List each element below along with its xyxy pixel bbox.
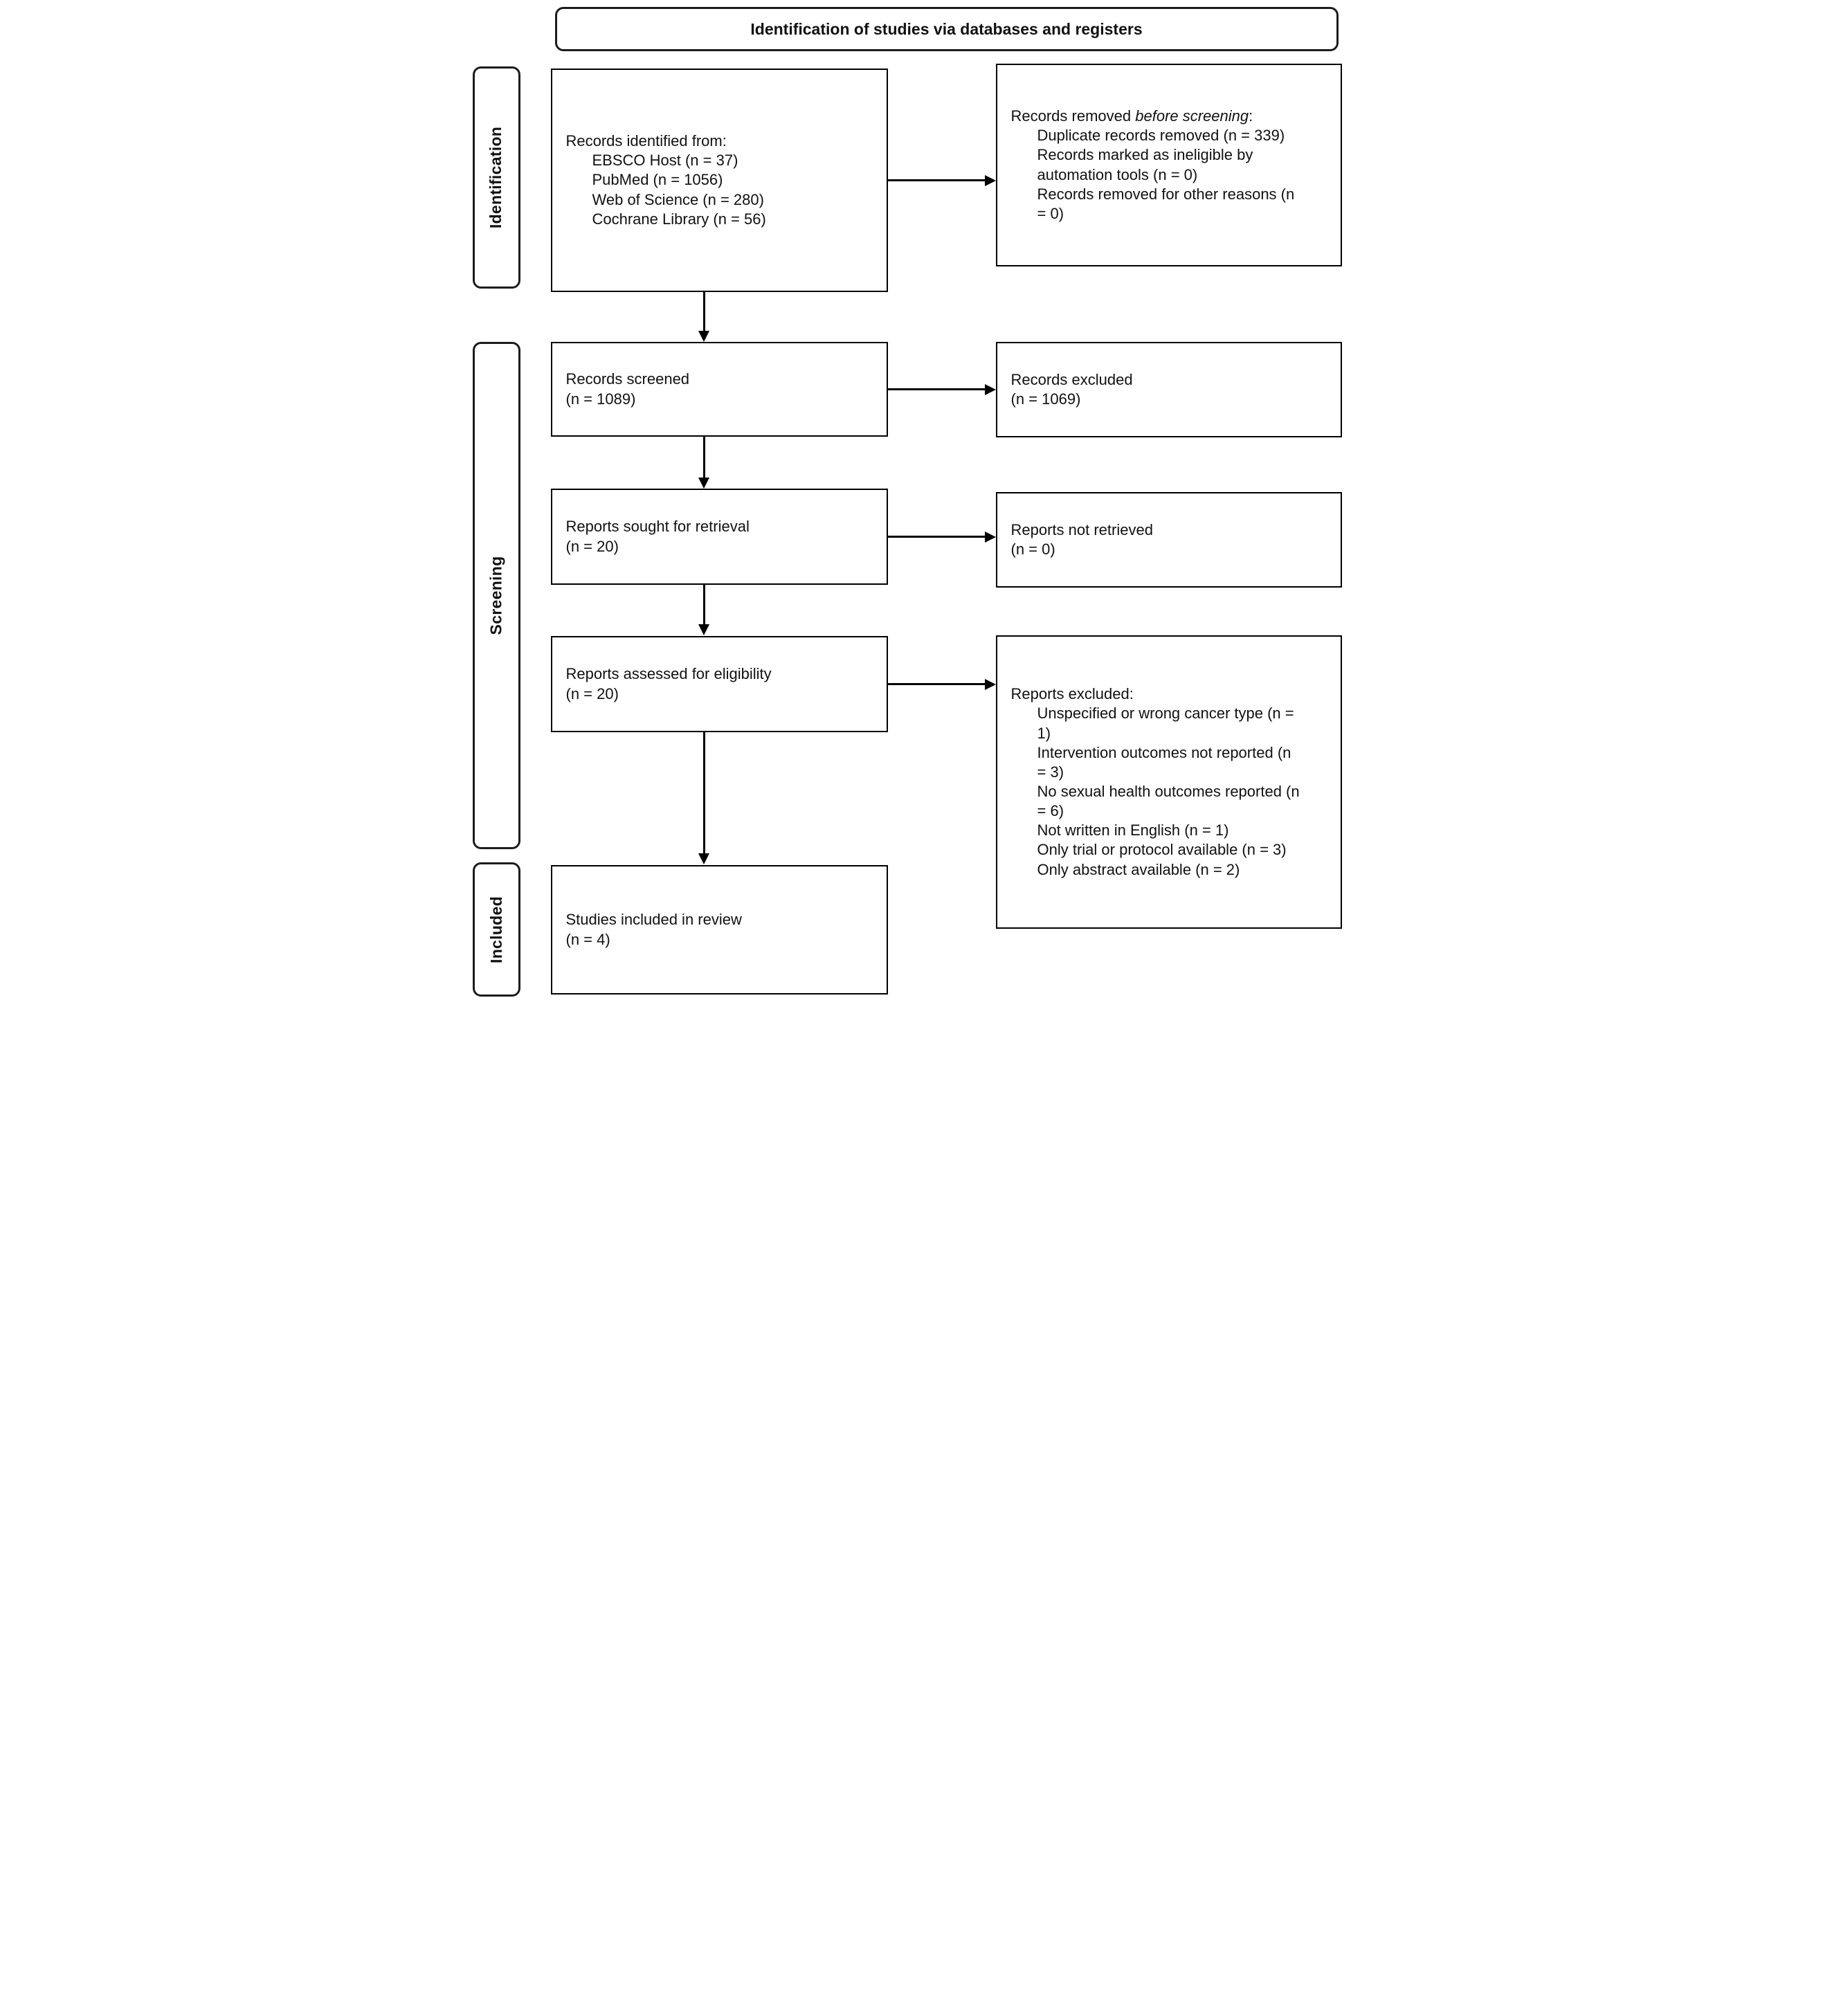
arrow-right-identified-to-removed [887, 174, 996, 186]
records-identified-source: PubMed (n = 1056) [592, 171, 723, 189]
arrow-down-sought-to-assessed [698, 585, 709, 635]
reports-sought-count: (n = 20) [565, 537, 619, 555]
reports-excluded-reason: Not written in English (n = 1) [1037, 821, 1229, 839]
arrow-down-assessed-to-included [698, 732, 709, 864]
reports-assessed-count: (n = 20) [565, 684, 619, 702]
diagram-title: Identification of studies via databases … [750, 19, 1143, 38]
reports-assessed-label: Reports assessed for eligibility [565, 665, 772, 683]
records-identified-source: Web of Science (n = 280) [592, 190, 764, 208]
arrow-right-screened-to-excluded [887, 383, 996, 395]
records-removed-reason: Records removed for other reasons (n = 0… [1037, 185, 1295, 222]
title-banner: Identification of studies via databases … [554, 7, 1339, 51]
records-excluded-label: Records excluded [1010, 370, 1133, 388]
box-reports-sought: Reports sought for retrieval (n = 20) [550, 489, 888, 585]
records-identified-source: Cochrane Library (n = 56) [592, 210, 766, 228]
records-removed-reason: Duplicate records removed (n = 339) [1037, 127, 1285, 145]
reports-not-retrieved-count: (n = 0) [1010, 541, 1055, 558]
records-removed-heading-italic: before screening [1135, 107, 1249, 125]
records-removed-reason: Records marked as ineligible by automati… [1037, 146, 1253, 183]
arrow-down-identified-to-screened [698, 292, 709, 342]
records-identified-source: EBSCO Host (n = 37) [592, 152, 738, 170]
reports-excluded-reason: Intervention outcomes not reported (n = … [1037, 743, 1291, 781]
box-records-excluded: Records excluded (n = 1069) [995, 342, 1342, 437]
prisma-flow-diagram: Identification of studies via databases … [455, 0, 1368, 1008]
records-removed-heading: Records removed before screening: [1011, 107, 1300, 126]
stage-label-screening-text: Screening [487, 556, 505, 635]
box-reports-not-retrieved: Reports not retrieved (n = 0) [995, 492, 1342, 588]
box-studies-included: Studies included in review (n = 4) [550, 865, 888, 995]
stage-label-screening: Screening [472, 342, 520, 849]
reports-excluded-reason: Only trial or protocol available (n = 3) [1037, 841, 1287, 859]
arrow-down-screened-to-sought [698, 437, 709, 489]
reports-excluded-reason: No sexual health outcomes reported (n = … [1037, 783, 1300, 820]
reports-excluded-reason: Only abstract available (n = 2) [1037, 860, 1240, 878]
records-identified-heading: Records identified from: [565, 132, 727, 150]
stage-label-identification-text: Identification [487, 126, 505, 229]
box-records-removed-before-screening: Records removed before screening: Duplic… [995, 64, 1342, 266]
arrow-right-sought-to-not-retrieved [887, 531, 996, 543]
records-removed-heading-prefix: Records removed [1010, 107, 1136, 125]
box-records-screened: Records screened (n = 1089) [550, 342, 888, 437]
reports-excluded-reason: Unspecified or wrong cancer type (n = 1) [1037, 705, 1294, 742]
stage-label-included-text: Included [487, 896, 505, 963]
arrow-right-assessed-to-reports-excluded [887, 678, 996, 690]
reports-not-retrieved-label: Reports not retrieved [1010, 520, 1153, 538]
records-removed-heading-suffix: : [1249, 107, 1253, 125]
studies-included-count: (n = 4) [565, 930, 610, 948]
box-reports-excluded: Reports excluded: Unspecified or wrong c… [995, 635, 1342, 929]
stage-label-included: Included [472, 862, 520, 997]
studies-included-label: Studies included in review [565, 911, 742, 929]
box-reports-assessed: Reports assessed for eligibility (n = 20… [550, 636, 888, 732]
reports-sought-label: Reports sought for retrieval [565, 518, 750, 536]
records-excluded-count: (n = 1069) [1010, 390, 1081, 408]
box-records-identified: Records identified from: EBSCO Host (n =… [550, 69, 888, 292]
records-screened-count: (n = 1089) [565, 390, 636, 408]
records-screened-label: Records screened [565, 370, 690, 388]
stage-label-identification: Identification [472, 66, 520, 289]
reports-excluded-heading: Reports excluded: [1010, 685, 1134, 703]
